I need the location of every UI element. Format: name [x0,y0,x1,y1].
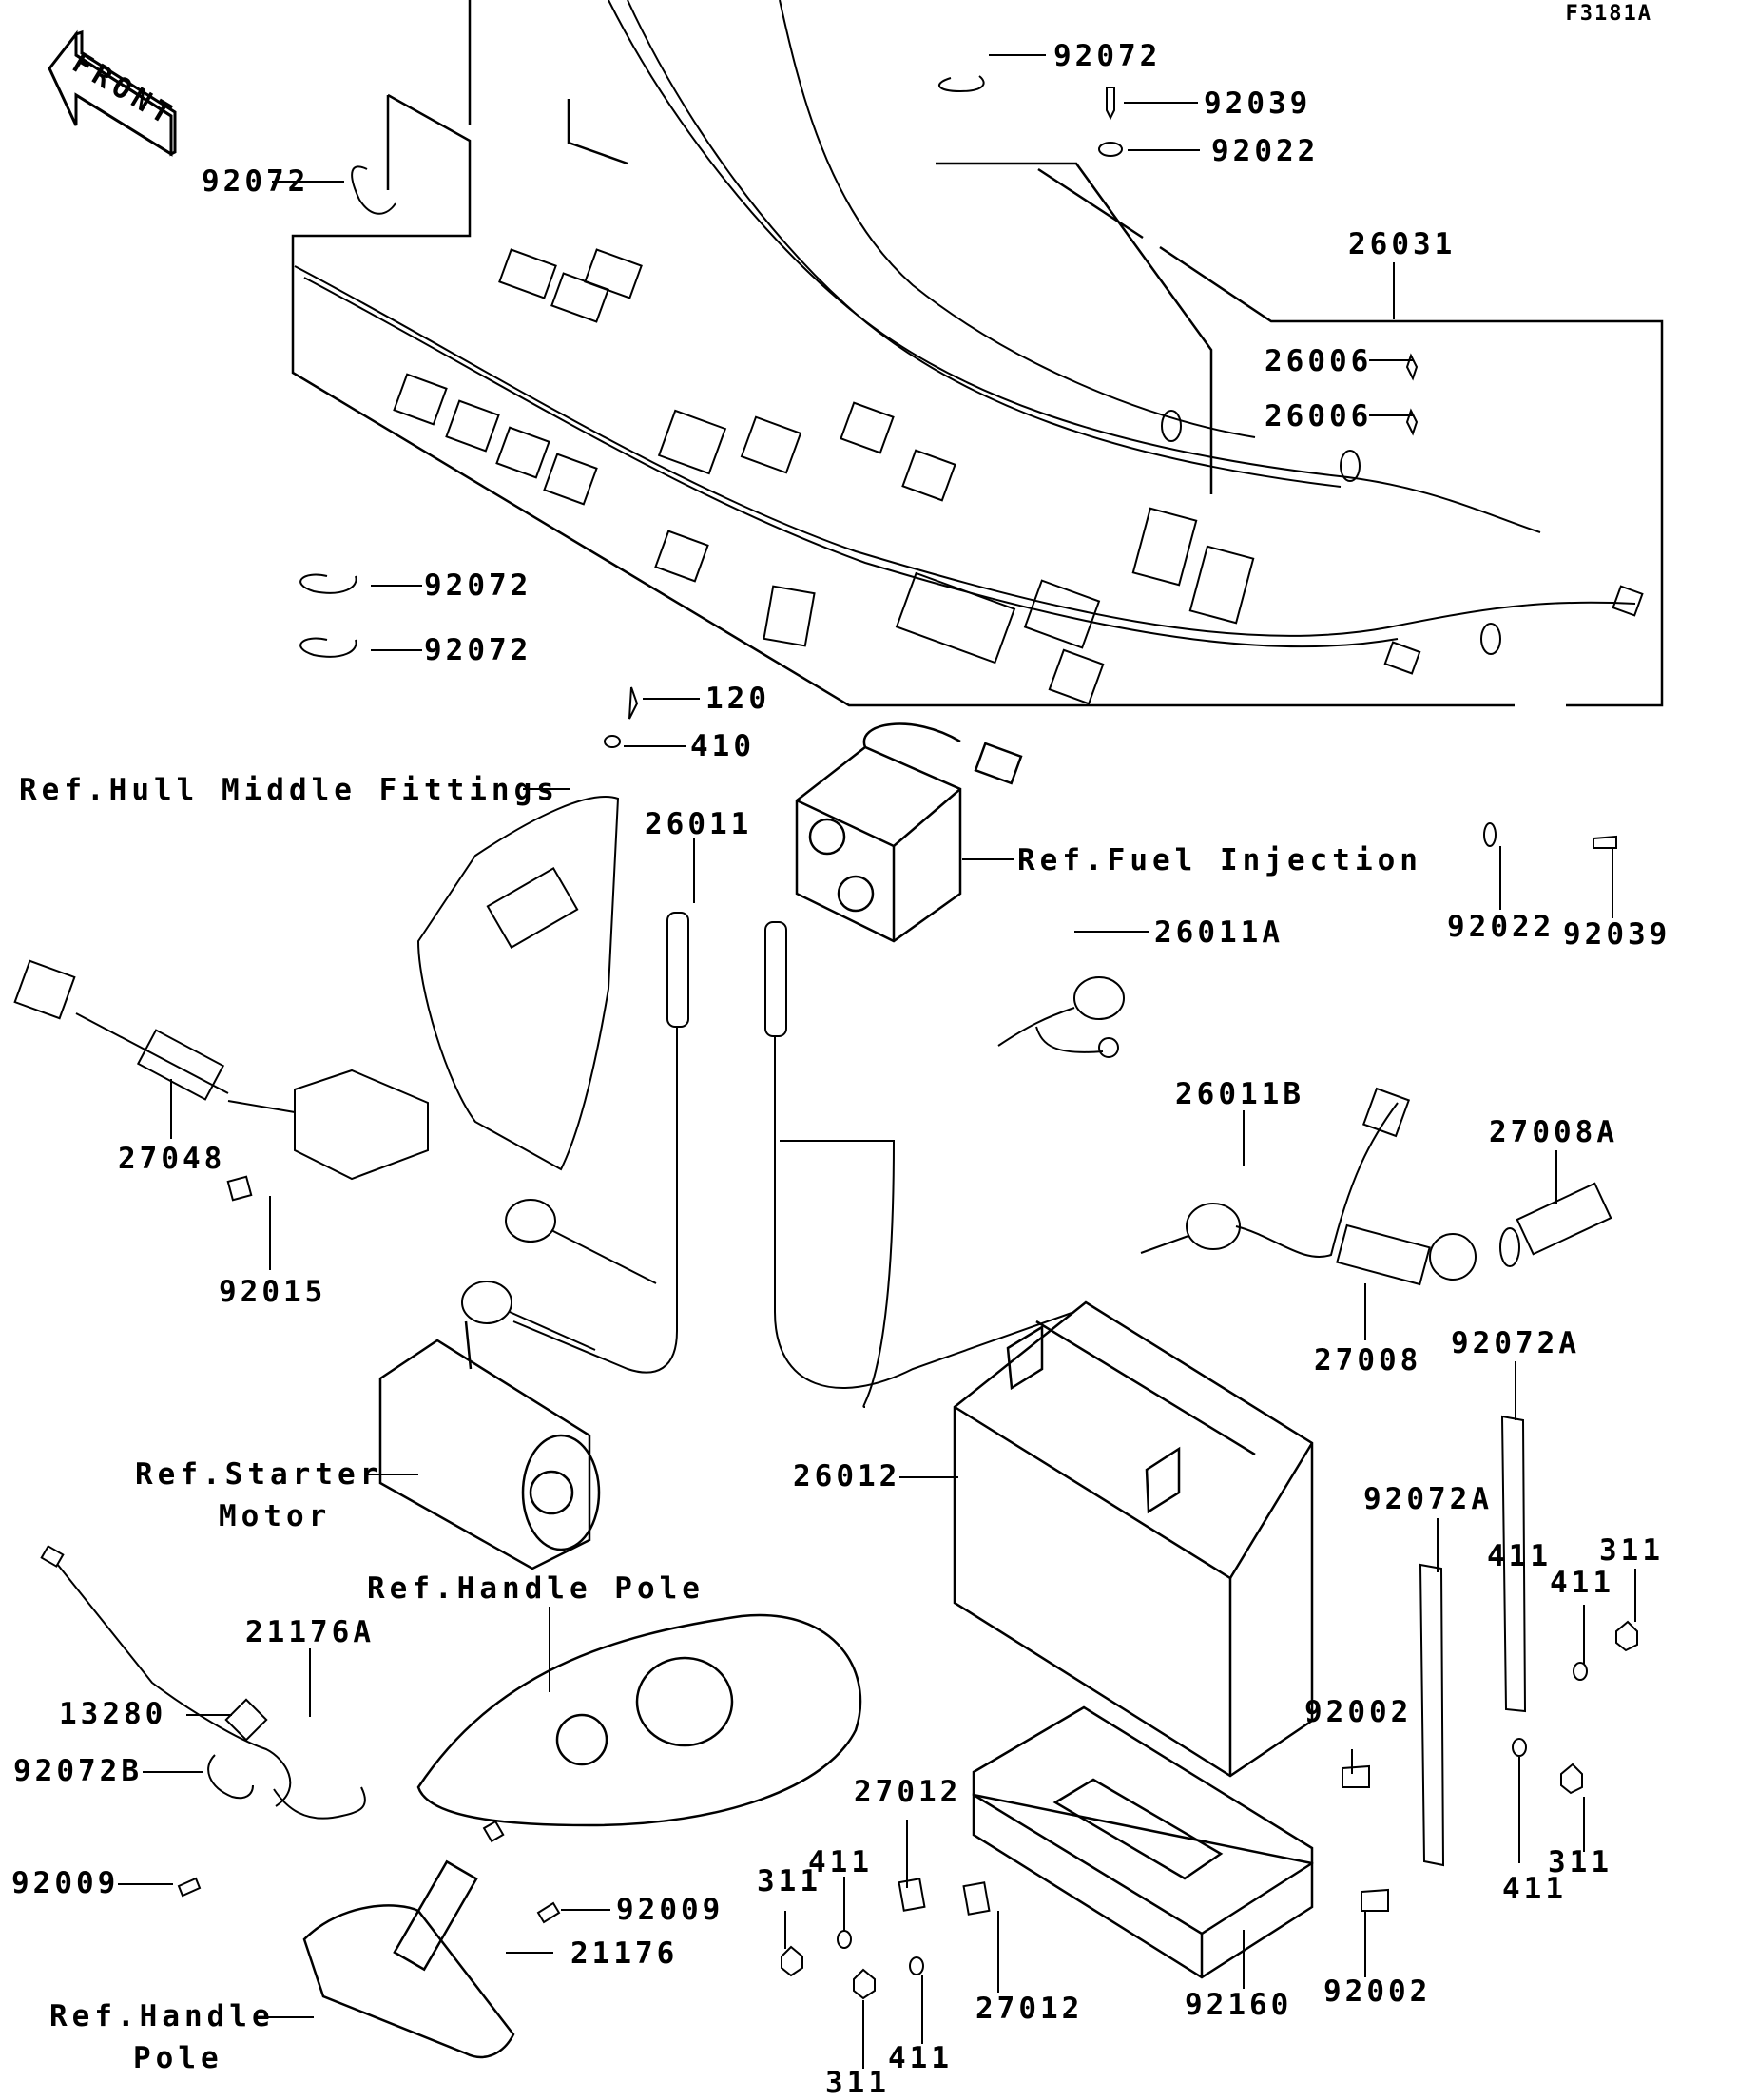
callout-21176[interactable]: 21176 [570,1936,679,1971]
callout-ref-hull-middle-fittings[interactable]: Ref.Hull Middle Fittings [19,773,559,807]
figure-code: F3181A [1565,2,1652,26]
starter-motor [378,1320,601,1570]
front-label: FRONT [67,47,182,134]
callout-311[interactable]: 311 [1599,1533,1664,1568]
callout-92072[interactable]: 92072 [424,568,532,603]
fuel-injection-block [795,722,1023,943]
callout-411[interactable]: 411 [1502,1872,1567,1906]
sensor-cable [40,1545,366,1820]
handle-pole-base [302,1613,862,2059]
callout-311[interactable]: 311 [757,1864,821,1898]
callout-92015[interactable]: 92015 [219,1275,327,1309]
callout-411[interactable]: 411 [808,1845,873,1879]
callout-120[interactable]: 120 [705,682,770,716]
callout-26011A[interactable]: 26011A [1154,915,1284,950]
callout-27008A[interactable]: 27008A [1489,1115,1618,1149]
front-arrow-icon: FRONT [48,29,182,157]
callout-27008[interactable]: 27008 [1314,1343,1422,1378]
callout-92072[interactable]: 92072 [424,633,532,667]
callout-ref-starter[interactable]: Ref.Starter [135,1457,383,1492]
callout-92072A[interactable]: 92072A [1451,1326,1580,1360]
cable-ties [207,75,985,1800]
callout-26031[interactable]: 26031 [1348,227,1457,261]
callout-pole[interactable]: Pole [133,2041,223,2075]
callout-92160[interactable]: 92160 [1185,1988,1293,2022]
callout-92022[interactable]: 92022 [1211,134,1320,168]
callout-410[interactable]: 410 [690,729,755,763]
callout-92072A[interactable]: 92072A [1363,1482,1493,1516]
callout-26006[interactable]: 26006 [1265,399,1373,433]
callout-311[interactable]: 311 [825,2066,890,2100]
relay-27048 [13,959,429,1181]
callout-92022[interactable]: 92022 [1447,910,1555,944]
callout-411[interactable]: 411 [1487,1539,1552,1573]
callout-13280[interactable]: 13280 [59,1697,167,1731]
callout-92072B[interactable]: 92072B [13,1754,143,1788]
key-lanyard [1336,1182,1612,1286]
callout-ref-handle-pole[interactable]: Ref.Handle Pole [367,1571,705,1606]
callout-92039[interactable]: 92039 [1204,87,1312,121]
callout-92002[interactable]: 92002 [1323,1975,1432,2009]
callout-92009[interactable]: 92009 [11,1866,120,1900]
callout-26006[interactable]: 26006 [1265,344,1373,378]
battery-cables [461,912,1411,1408]
callout-motor[interactable]: Motor [219,1499,332,1533]
callout-ref-fuel-injection[interactable]: Ref.Fuel Injection [1017,843,1422,877]
callout-311[interactable]: 311 [1548,1845,1612,1879]
callout-92002[interactable]: 92002 [1304,1695,1413,1729]
callout-21176A[interactable]: 21176A [245,1615,375,1649]
callout-411[interactable]: 411 [1550,1566,1614,1600]
callout-27012[interactable]: 27012 [854,1775,962,1809]
callout-27012[interactable]: 27012 [975,1992,1084,2026]
callout-411[interactable]: 411 [888,2041,953,2075]
battery [953,1300,1314,1778]
fasteners [177,87,1638,2000]
callout-92072[interactable]: 92072 [202,164,310,199]
battery-tray [972,1705,1314,1979]
wire-harness [294,0,1644,705]
callout-92009[interactable]: 92009 [616,1893,724,1927]
callout-92072[interactable]: 92072 [1053,39,1162,73]
callout-26012[interactable]: 26012 [793,1459,901,1493]
callout-26011B[interactable]: 26011B [1175,1077,1304,1111]
callout-92039[interactable]: 92039 [1563,917,1671,952]
harness-frame [291,0,1664,707]
leader-lines [118,54,1636,2069]
callout-ref-handle[interactable]: Ref.Handle [49,1999,275,2033]
callout-27048[interactable]: 27048 [118,1142,226,1176]
hull-fitting [416,796,620,1171]
callout-26011[interactable]: 26011 [645,807,753,841]
